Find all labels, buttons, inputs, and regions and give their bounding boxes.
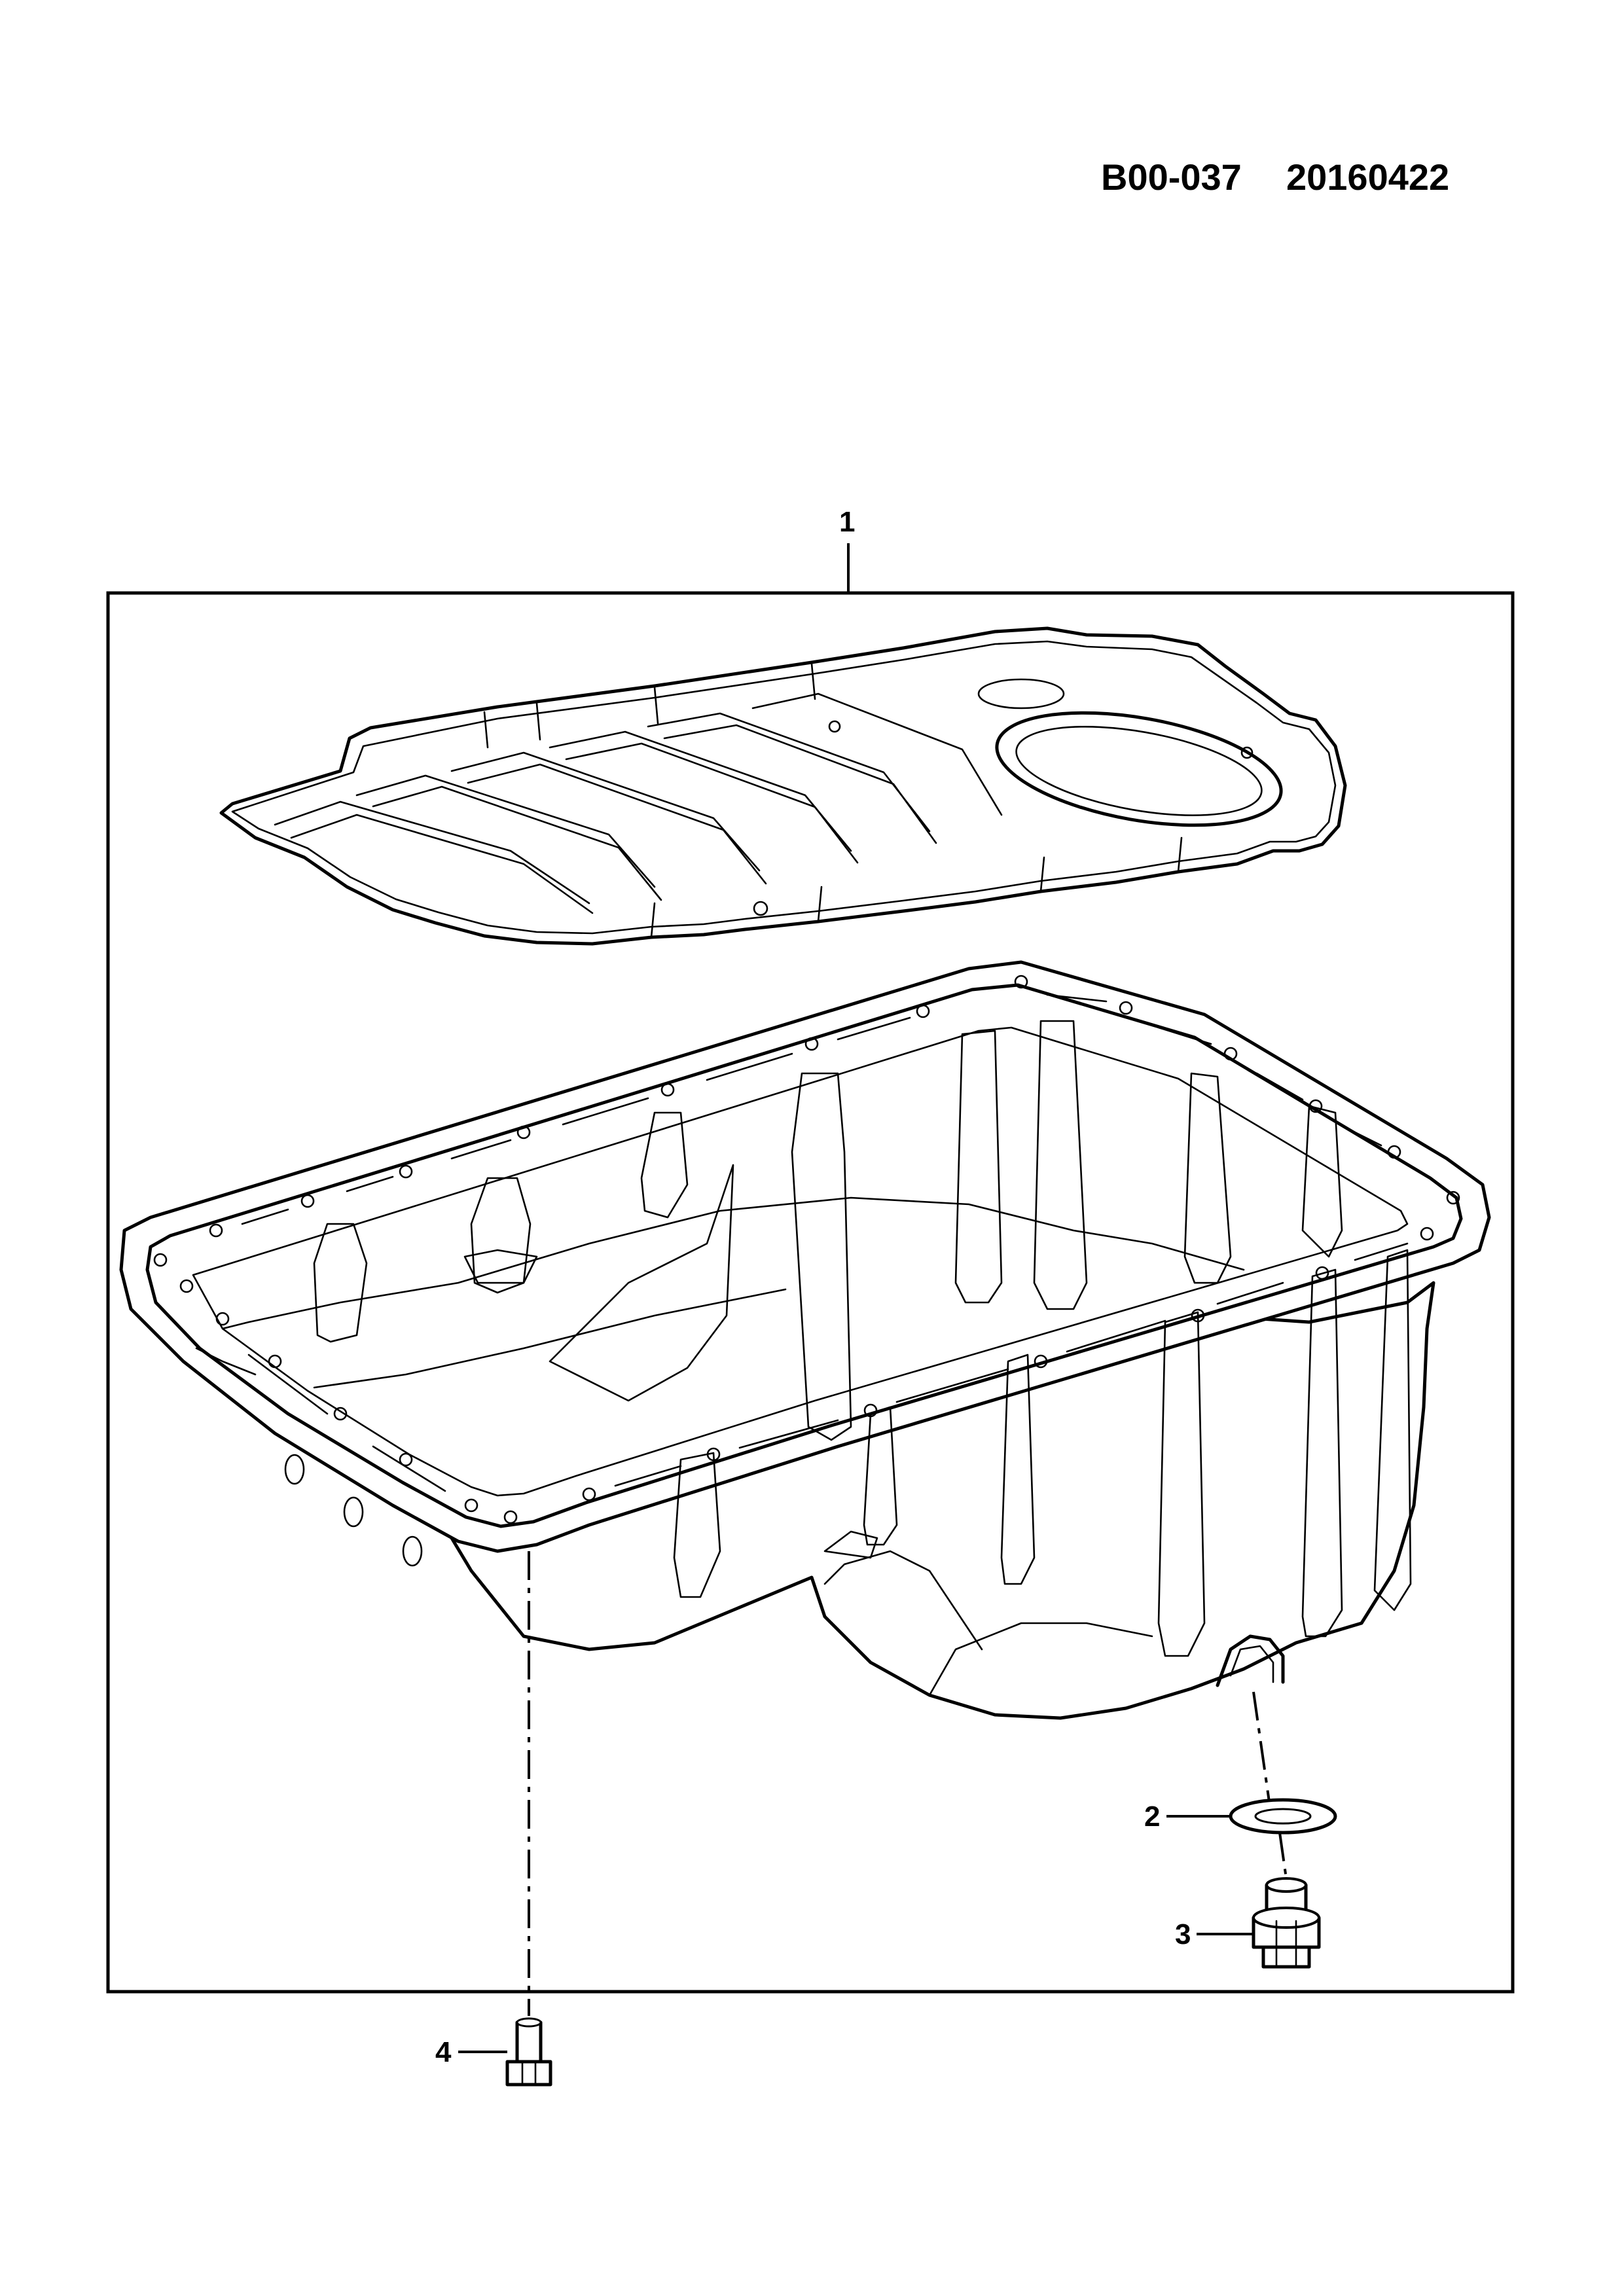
oil-pan <box>119 960 1491 1720</box>
callout-1: 1 <box>839 506 855 538</box>
oil-baffle-plate <box>219 626 1347 946</box>
drain-centerline <box>1252 1691 1271 1807</box>
callout-2: 2 <box>1144 1801 1160 1833</box>
callout-4: 4 <box>435 2036 452 2068</box>
assembly-frame <box>106 591 1515 1994</box>
oil-pan-bolt <box>505 2017 552 2087</box>
callout-3: 3 <box>1175 1918 1191 1950</box>
drawing-date: 20160422 <box>1286 156 1449 198</box>
drawing-code: B00-037 <box>1101 156 1242 198</box>
drain-plug-washer <box>1229 1798 1337 1835</box>
drain-plug <box>1252 1877 1321 1969</box>
